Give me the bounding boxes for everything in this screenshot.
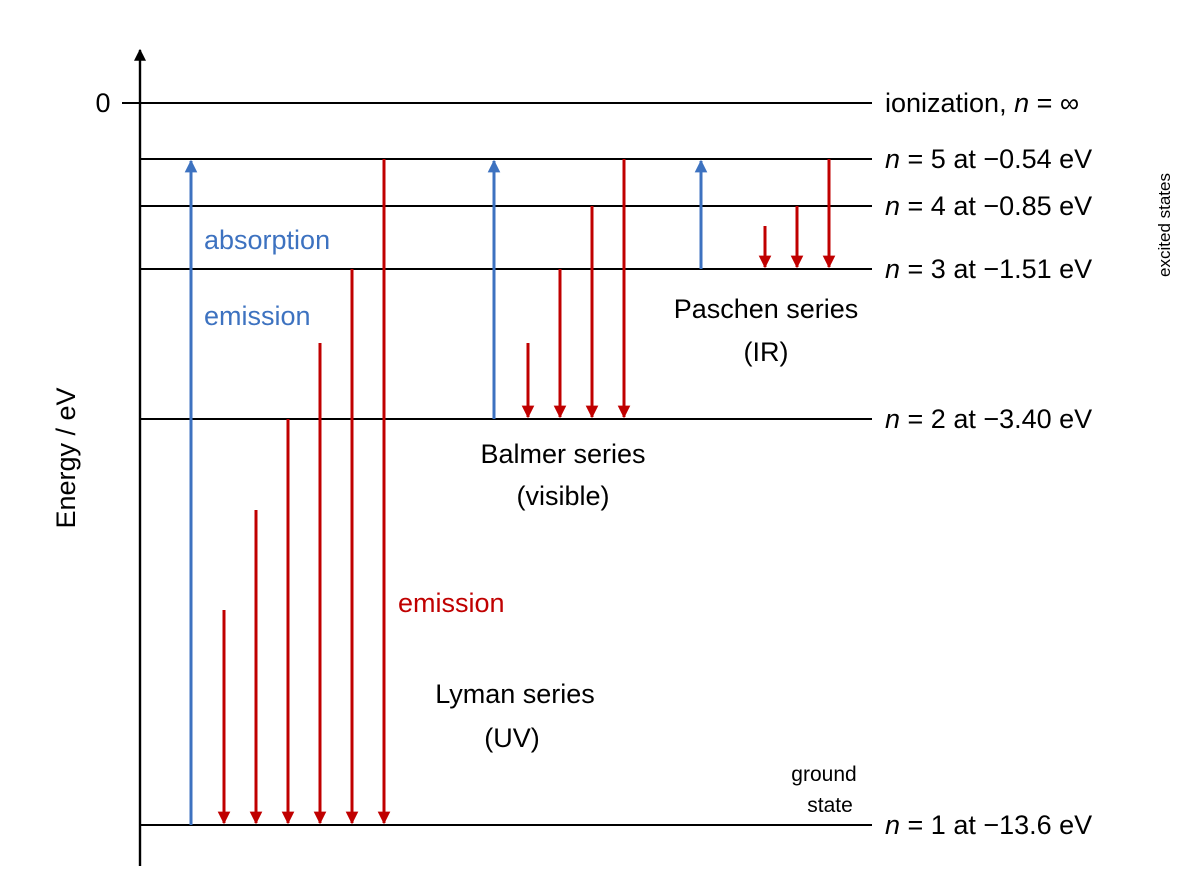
- y-axis-label: Energy / eV: [51, 387, 81, 528]
- level-label-n3: n = 3 at −1.51 eV: [885, 254, 1092, 284]
- ground-state-label-line2: state: [807, 794, 853, 817]
- lyman-region-label: (UV): [484, 723, 540, 753]
- absorption-label: absorption: [204, 225, 330, 255]
- excited-states-label: excited states: [1155, 173, 1174, 277]
- lyman-series-label: Lyman series: [435, 679, 595, 709]
- level-label-n1: n = 1 at −13.6 eV: [885, 810, 1092, 840]
- ground-state-label-line1: ground: [791, 763, 856, 786]
- emission-red-label: emission: [398, 588, 505, 618]
- emission-blue-label: emission: [204, 301, 311, 331]
- paschen-series-label: Paschen series: [674, 294, 859, 324]
- level-label-n5: n = 5 at −0.54 eV: [885, 144, 1092, 174]
- energy-levels: [140, 102, 872, 826]
- balmer-region-label: (visible): [516, 481, 609, 511]
- zero-tick-label: 0: [95, 88, 110, 118]
- level-label-n4: n = 4 at −0.85 eV: [885, 191, 1092, 221]
- level-label-ionization: ionization, n = ∞: [885, 88, 1079, 118]
- balmer-series-label: Balmer series: [480, 439, 645, 469]
- transition-arrows: [184, 159, 836, 825]
- level-label-n2: n = 2 at −3.40 eV: [885, 404, 1092, 434]
- paschen-region-label: (IR): [744, 337, 789, 367]
